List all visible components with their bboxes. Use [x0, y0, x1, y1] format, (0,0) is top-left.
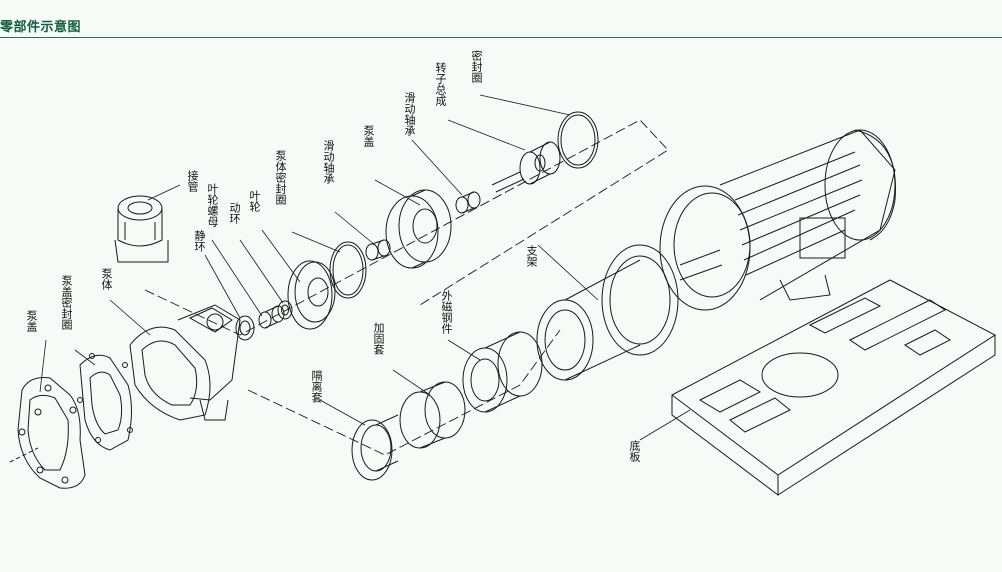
sliding-bearing-1-part	[365, 239, 391, 261]
label-impeller-nut: 叶轮螺母	[206, 183, 219, 227]
sliding-bearing-2-part	[455, 191, 481, 214]
label-bracket: 支架	[525, 245, 538, 267]
label-base-plate: 底板	[628, 440, 641, 462]
label-pump-cover-2: 泵盖	[362, 125, 375, 147]
label-sliding-bearing-1: 滑动轴承	[322, 140, 335, 184]
label-reinforce-sleeve: 加固套	[372, 322, 385, 355]
pump-cover-part	[9, 377, 86, 489]
base-plate-part	[671, 279, 996, 497]
label-sliding-bearing-2: 滑动轴承	[403, 92, 416, 136]
header-divider	[0, 37, 1002, 38]
static-ring-part	[235, 315, 255, 341]
page-title: 零部件示意图	[0, 20, 82, 35]
exploded-pump-diagram	[9, 94, 996, 497]
moving-ring-part	[277, 300, 293, 320]
label-impeller: 叶轮	[248, 190, 261, 212]
label-pump-cover: 泵盖	[25, 310, 38, 332]
pump-cover-2-part	[385, 189, 452, 269]
page-header: 零部件示意图	[0, 0, 1002, 38]
label-connector-pipe: 接管	[186, 170, 199, 192]
pump-body-seal-part	[329, 241, 367, 299]
pump-body-part	[129, 304, 241, 421]
label-isolation-sleeve: 隔离套	[310, 370, 323, 403]
impeller-part	[287, 260, 336, 330]
label-static-ring: 静环	[193, 230, 206, 252]
label-outer-magnet: 外磁钢件	[440, 290, 453, 334]
seal-ring-part	[557, 111, 599, 169]
label-pump-body-seal: 泵体密封圈	[274, 150, 287, 205]
label-pump-cover-seal: 泵盖密封圈	[60, 275, 73, 330]
motor-part	[659, 129, 896, 311]
label-moving-ring: 动环	[228, 202, 241, 224]
label-seal-ring: 密封圈	[470, 50, 483, 83]
pump-cover-seal-part	[77, 353, 133, 451]
reinforce-sleeve-part	[399, 381, 466, 449]
bracket-part	[536, 244, 679, 381]
rotor-assembly-part	[491, 141, 561, 193]
outer-magnet-part	[462, 331, 543, 413]
isolation-sleeve-part	[351, 414, 399, 481]
label-pump-body: 泵体	[100, 268, 113, 290]
label-rotor-assembly: 转子总成	[434, 62, 447, 106]
connector-pipe-part	[114, 195, 169, 263]
leader-lines	[39, 94, 691, 441]
impeller-nut-part	[258, 305, 285, 329]
